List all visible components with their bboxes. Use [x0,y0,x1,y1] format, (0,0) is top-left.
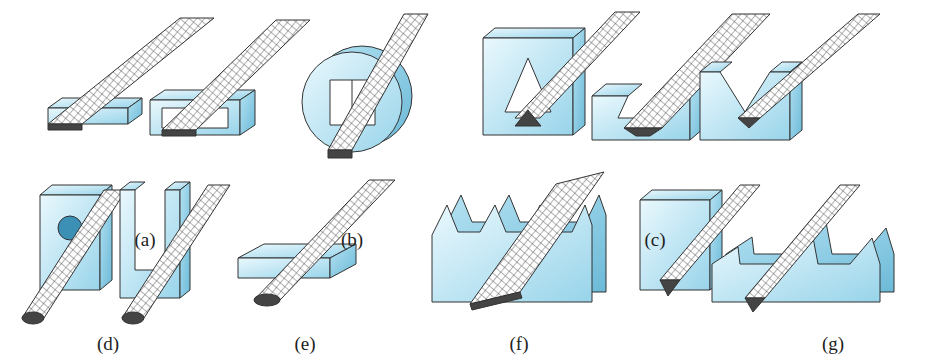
grinding-tool [745,185,860,312]
grinding-rod [22,190,126,324]
grinding-rod [122,185,230,324]
grinding-tool [254,180,395,306]
subfigure-label: (a) [134,230,155,251]
grinding-tool [162,20,310,136]
subfigure-label: (f) [510,334,529,355]
grinding-wheel [470,172,604,310]
subfigure-label: (d) [97,334,119,355]
workpiece-v-block [700,62,802,140]
grinding-tool [624,14,770,136]
grinding-tool [738,14,880,128]
subfigure-label: (e) [294,334,315,355]
subfigure-label: (b) [341,230,363,251]
subfigure-label: (g) [822,334,844,355]
grinding-tool [328,14,428,158]
subfigure-label: (c) [644,230,665,251]
